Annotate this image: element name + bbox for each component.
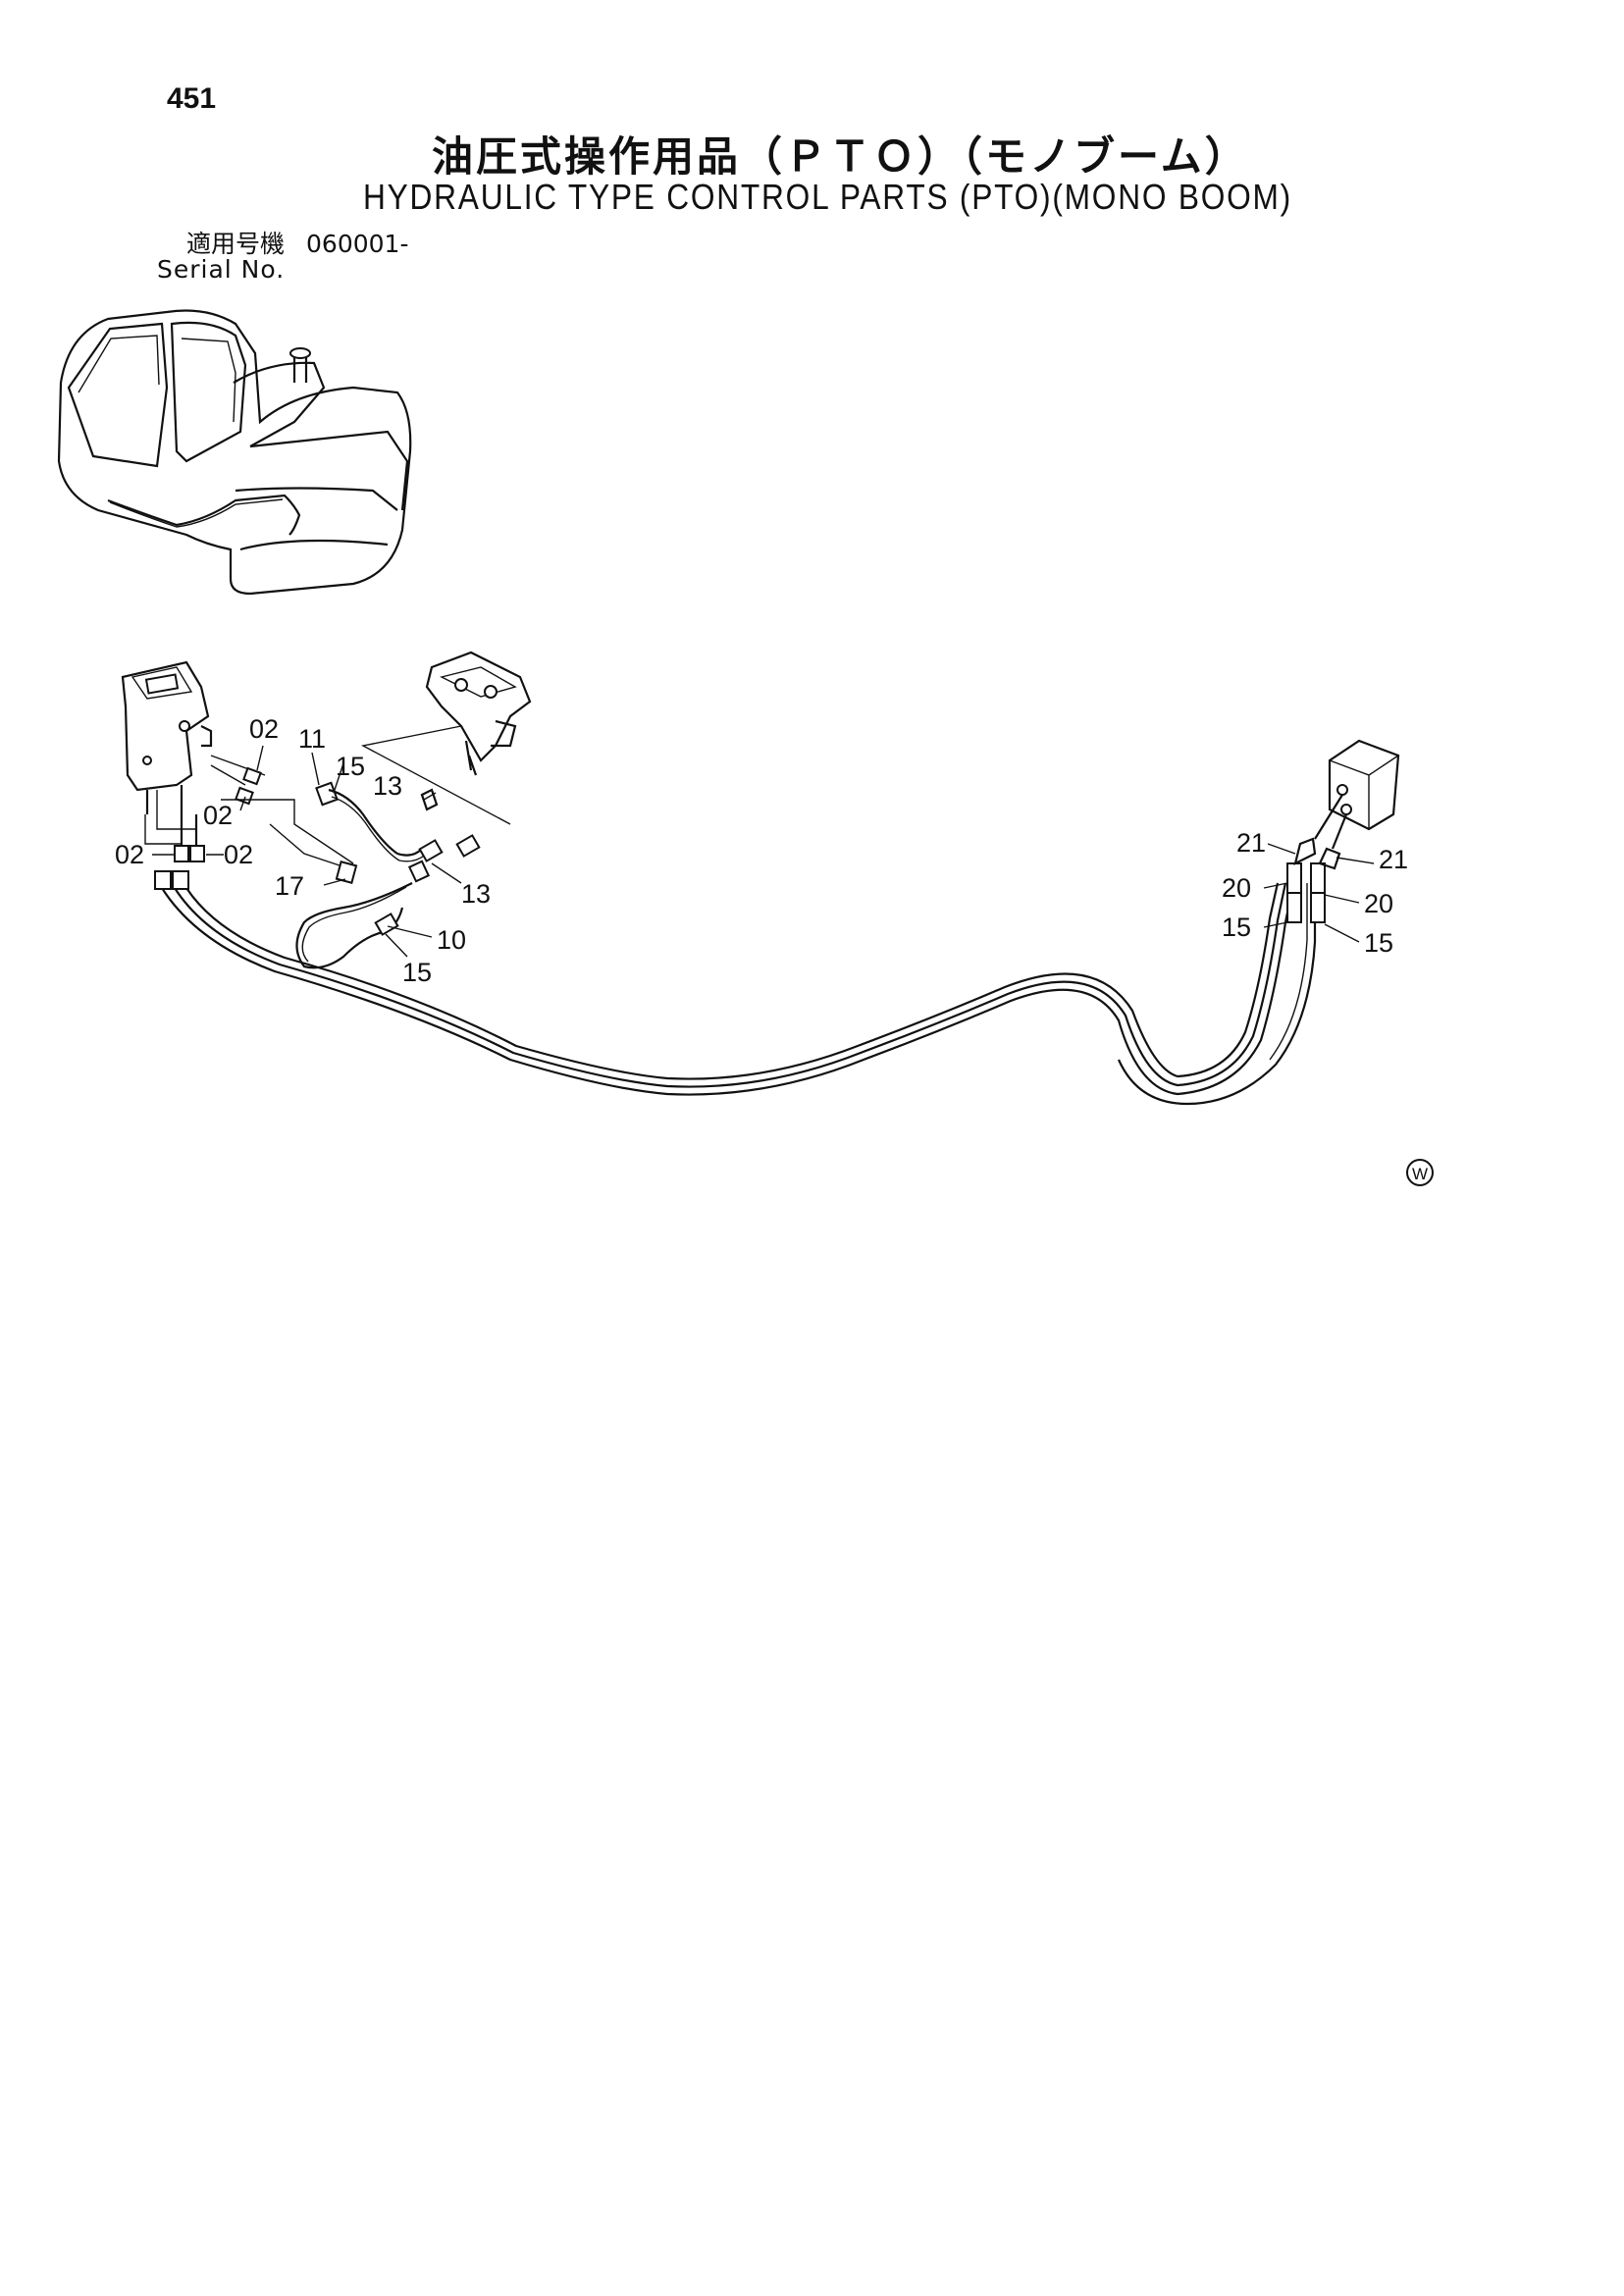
long-hose-pair — [154, 837, 1341, 1106]
callout-21-right: 21 — [1379, 845, 1408, 874]
page-number: 451 — [167, 82, 217, 115]
control-valve-left — [121, 660, 213, 814]
callout-10: 10 — [437, 925, 466, 955]
circled-w-letter: W — [1412, 1165, 1428, 1183]
callout-02-lower-right: 02 — [224, 840, 253, 869]
callout-02-middle: 02 — [203, 801, 233, 830]
serial-label-english: Serial No. — [157, 255, 286, 284]
callout-20-left: 20 — [1222, 873, 1251, 903]
pilot-valve-middle — [360, 651, 532, 825]
callout-02-upper: 02 — [249, 714, 279, 744]
callout-15-right-upper: 15 — [1222, 913, 1251, 942]
page-title-japanese: 油圧式操作用品（ＰＴＯ）（モノブーム） — [432, 132, 1249, 181]
callout-02-lower-left: 02 — [115, 840, 144, 869]
callout-21-left: 21 — [1236, 828, 1266, 858]
excavator-overview-illustration — [57, 309, 412, 596]
serial-number-block: 適用号機 060001- Serial No. — [157, 232, 408, 283]
left-fittings-group — [144, 755, 481, 969]
attachment-control-box — [1314, 739, 1400, 850]
serial-label-japanese: 適用号機 — [186, 230, 286, 258]
callout-15-right-lower: 15 — [1364, 928, 1393, 958]
circled-w-mark: W — [1406, 1159, 1434, 1186]
callout-17: 17 — [275, 871, 304, 901]
callout-13-upper: 13 — [373, 771, 402, 801]
serial-value: 060001- — [306, 230, 409, 258]
callout-20-right: 20 — [1364, 889, 1393, 918]
page-title-english: HYDRAULIC TYPE CONTROL PARTS (PTO)(MONO … — [363, 177, 1292, 217]
callout-11: 11 — [298, 724, 326, 754]
callout-15-lower: 15 — [402, 958, 432, 987]
callout-13-lower: 13 — [461, 879, 491, 909]
callout-leader-lines — [152, 745, 1375, 958]
callout-15-upper: 15 — [336, 752, 365, 781]
